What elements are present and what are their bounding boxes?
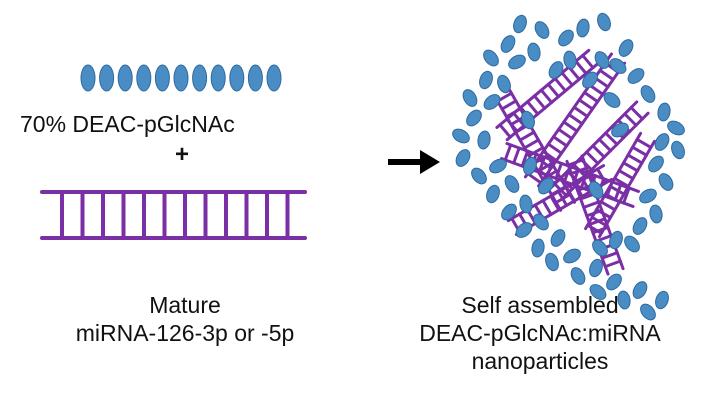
polymer-bead <box>486 184 500 204</box>
polymer-bead <box>582 71 598 89</box>
plus-sign: + <box>175 141 190 168</box>
polymer-bead <box>589 284 607 300</box>
polymer-bead <box>80 64 96 92</box>
nanoparticle-mirna-strand <box>584 131 656 239</box>
polymer-bead <box>504 175 520 193</box>
polymer-bead <box>667 120 685 136</box>
polymer-bead <box>210 64 226 92</box>
polymer-bead <box>483 94 501 110</box>
polymer-bead <box>527 42 541 62</box>
mirna-caption-line-1: Mature <box>149 292 221 318</box>
polymer-bead <box>639 188 657 204</box>
polymer-bead <box>500 35 516 53</box>
polymer-bead <box>508 54 526 70</box>
polymer-bead <box>576 18 590 38</box>
polymer-bead <box>563 50 577 70</box>
polymer-bead <box>483 49 499 67</box>
right-arrow-icon <box>388 150 440 174</box>
polymer-bead <box>657 102 671 122</box>
mirna-caption-line-2: miRNA-126-3p or -5p <box>75 320 295 346</box>
polymer-chain-icon <box>80 64 282 92</box>
polymer-bead <box>136 64 152 92</box>
nanoparticle-caption-line-3: nanoparticles <box>471 348 609 374</box>
polymer-bead <box>563 248 581 264</box>
polymer-bead <box>609 230 623 250</box>
polymer-bead <box>627 68 645 84</box>
polymer-bead <box>632 217 648 235</box>
polymer-bead <box>513 14 527 34</box>
polymer-bead <box>497 74 511 94</box>
polymer-bead <box>154 64 170 92</box>
polymer-bead <box>466 109 482 127</box>
polymer-bead <box>640 85 656 103</box>
polymer-bead <box>534 21 550 39</box>
polymer-bead <box>671 140 685 160</box>
polymer-bead <box>649 204 663 224</box>
polymer-label: 70% DEAC-pGlcNAc <box>20 111 235 137</box>
polymer-bead <box>229 64 245 92</box>
polymer-bead <box>654 133 670 151</box>
polymer-bead <box>588 181 604 199</box>
polymer-bead <box>192 64 208 92</box>
polymer-bead <box>606 273 622 291</box>
polymer-bead <box>531 238 545 258</box>
polymer-bead <box>611 122 629 138</box>
polymer-bead <box>247 64 263 92</box>
polymer-bead <box>609 58 627 74</box>
polymer-bead <box>589 258 603 278</box>
nanoparticle-caption-line-1: Self assembled <box>461 292 619 318</box>
polymer-bead <box>617 290 631 310</box>
polymer-bead <box>592 239 608 257</box>
polymer-bead <box>452 128 470 144</box>
polymer-bead <box>455 149 471 167</box>
nanoparticle-caption: Self assembled DEAC-pGlcNAc:miRNA nanopa… <box>380 291 700 375</box>
polymer-bead <box>538 177 554 195</box>
mirna-duplex-icon <box>40 190 307 240</box>
polymer-bead <box>545 252 559 272</box>
polymer-bead <box>117 64 133 92</box>
polymer-bead <box>594 51 610 69</box>
polymer-bead <box>570 267 586 285</box>
polymer-bead <box>521 110 535 130</box>
polymer-bead <box>618 39 634 57</box>
polymer-bead <box>173 64 189 92</box>
polymer-bead <box>519 194 533 214</box>
polymer-bead <box>477 130 491 150</box>
mirna-caption: Mature miRNA-126-3p or -5p <box>60 291 310 347</box>
polymer-bead <box>523 156 537 176</box>
polymer-bead <box>603 92 621 108</box>
polymer-bead <box>558 29 574 47</box>
polymer-bead <box>550 229 566 247</box>
polymer-bead <box>501 203 517 221</box>
polymer-bead <box>462 89 478 107</box>
polymer-bead <box>548 61 564 79</box>
polymer-bead <box>515 222 533 238</box>
polymer-bead <box>479 70 493 90</box>
polymer-bead <box>632 281 648 299</box>
polymer-bead <box>658 173 674 191</box>
polymer-bead <box>640 303 656 321</box>
polymer-bead <box>489 158 507 174</box>
polymer-bead <box>471 167 487 185</box>
nanoparticle-caption-line-2: DEAC-pGlcNAc:miRNA <box>419 320 661 346</box>
polymer-bead <box>266 64 282 92</box>
polymer-bead <box>597 12 611 32</box>
polymer-bead <box>99 64 115 92</box>
polymer-bead <box>655 290 669 310</box>
polymer-bead <box>533 213 549 231</box>
polymer-bead <box>624 235 640 253</box>
polymer-bead <box>648 155 664 173</box>
nanoparticle-cluster-icon <box>452 12 685 321</box>
